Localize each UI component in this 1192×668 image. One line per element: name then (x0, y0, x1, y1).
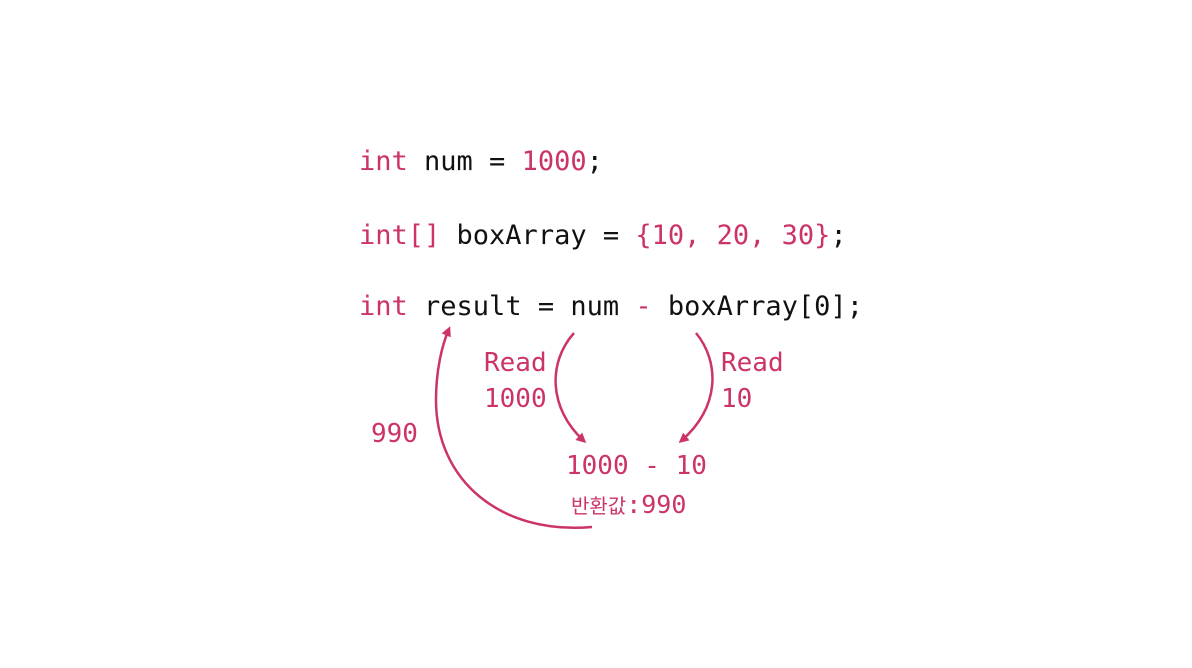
literal-array: {10, 20, 30} (635, 220, 831, 251)
array-access: boxArray[0]; (651, 291, 863, 322)
keyword-int-array: int[] (359, 220, 441, 251)
read-left-word: Read (484, 348, 547, 378)
read-right-value: 10 (721, 384, 753, 414)
read-num-annotation: Read 1000 (484, 345, 547, 417)
semicolon: ; (586, 146, 603, 177)
literal-1000: 1000 (521, 146, 587, 177)
semicolon: ; (830, 220, 847, 251)
code-line-array-declaration: int[] boxArray = {10, 20, 30}; (359, 220, 847, 252)
read-num-arrow (554, 332, 587, 444)
keyword-int: int (359, 146, 408, 177)
minus-operator: - (635, 291, 652, 322)
return-label: 반환값 (571, 494, 627, 518)
identifier-result: result = num (407, 291, 636, 322)
identifier-boxarray: boxArray = (440, 220, 636, 251)
keyword-int: int (359, 291, 408, 322)
read-array-annotation: Read 10 (721, 345, 784, 417)
read-left-value: 1000 (484, 384, 547, 414)
identifier-num: num = (407, 146, 522, 177)
return-value-annotation: 반환값:990 (571, 487, 686, 524)
evaluated-expression: 1000 - 10 (566, 451, 707, 481)
return-value: :990 (626, 490, 687, 519)
code-line-num-declaration: int num = 1000; (359, 146, 603, 178)
read-right-word: Read (721, 348, 784, 378)
result-value-annotation: 990 (371, 419, 418, 449)
read-array-arrow (678, 332, 714, 443)
code-line-result-expression: int result = num - boxArray[0]; (359, 291, 863, 323)
